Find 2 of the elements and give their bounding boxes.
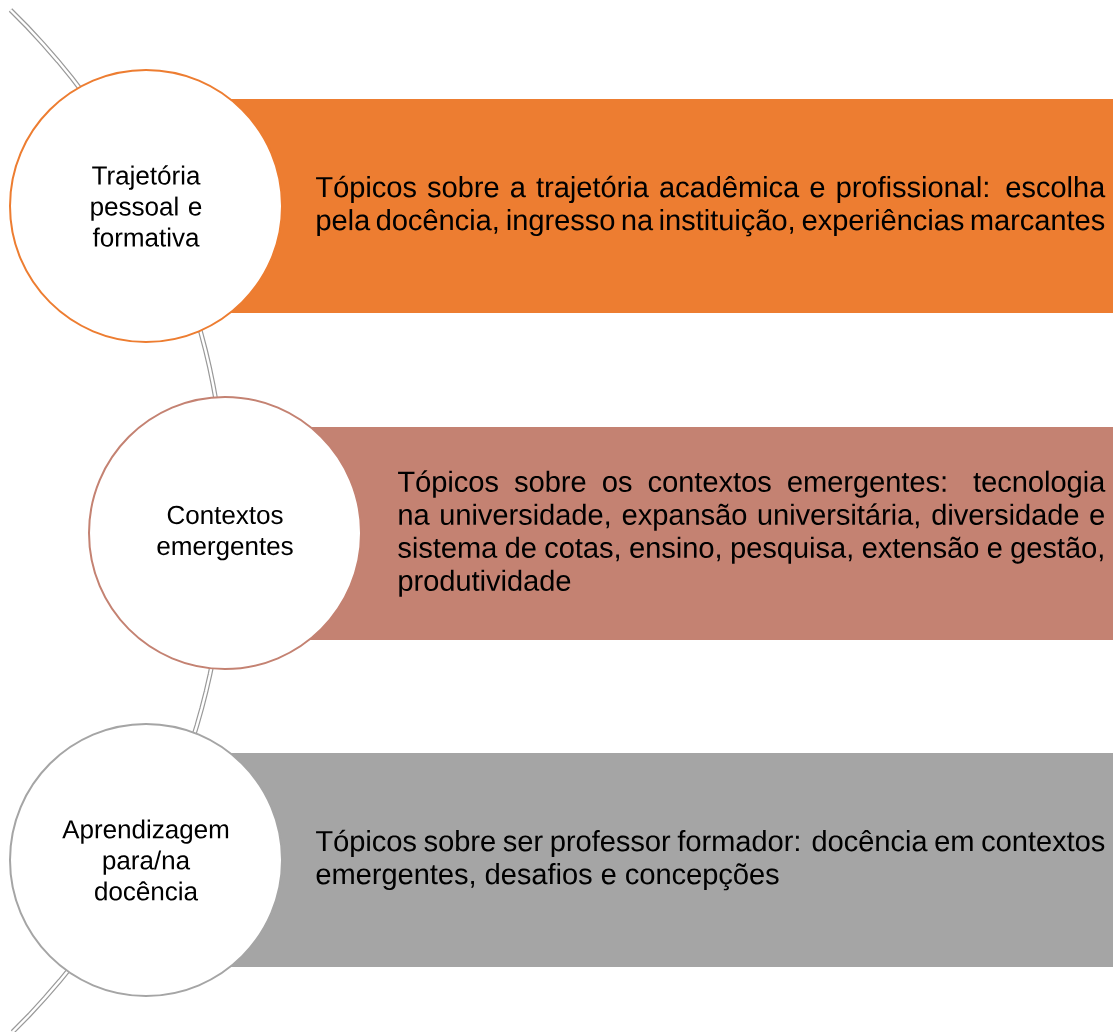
topic-band: Tópicos sobre a trajetória acadêmica e profissional: escolha pela docência, ingresso na instituição, experiências marcantes [220,99,1113,313]
topic-band: Tópicos sobre os contextos emergentes: tecnologia na universidade, expansão universitária, diversidade e sistema de cotas, ensino, pesquisa, extensão e gestão, produtividade [305,427,1113,640]
